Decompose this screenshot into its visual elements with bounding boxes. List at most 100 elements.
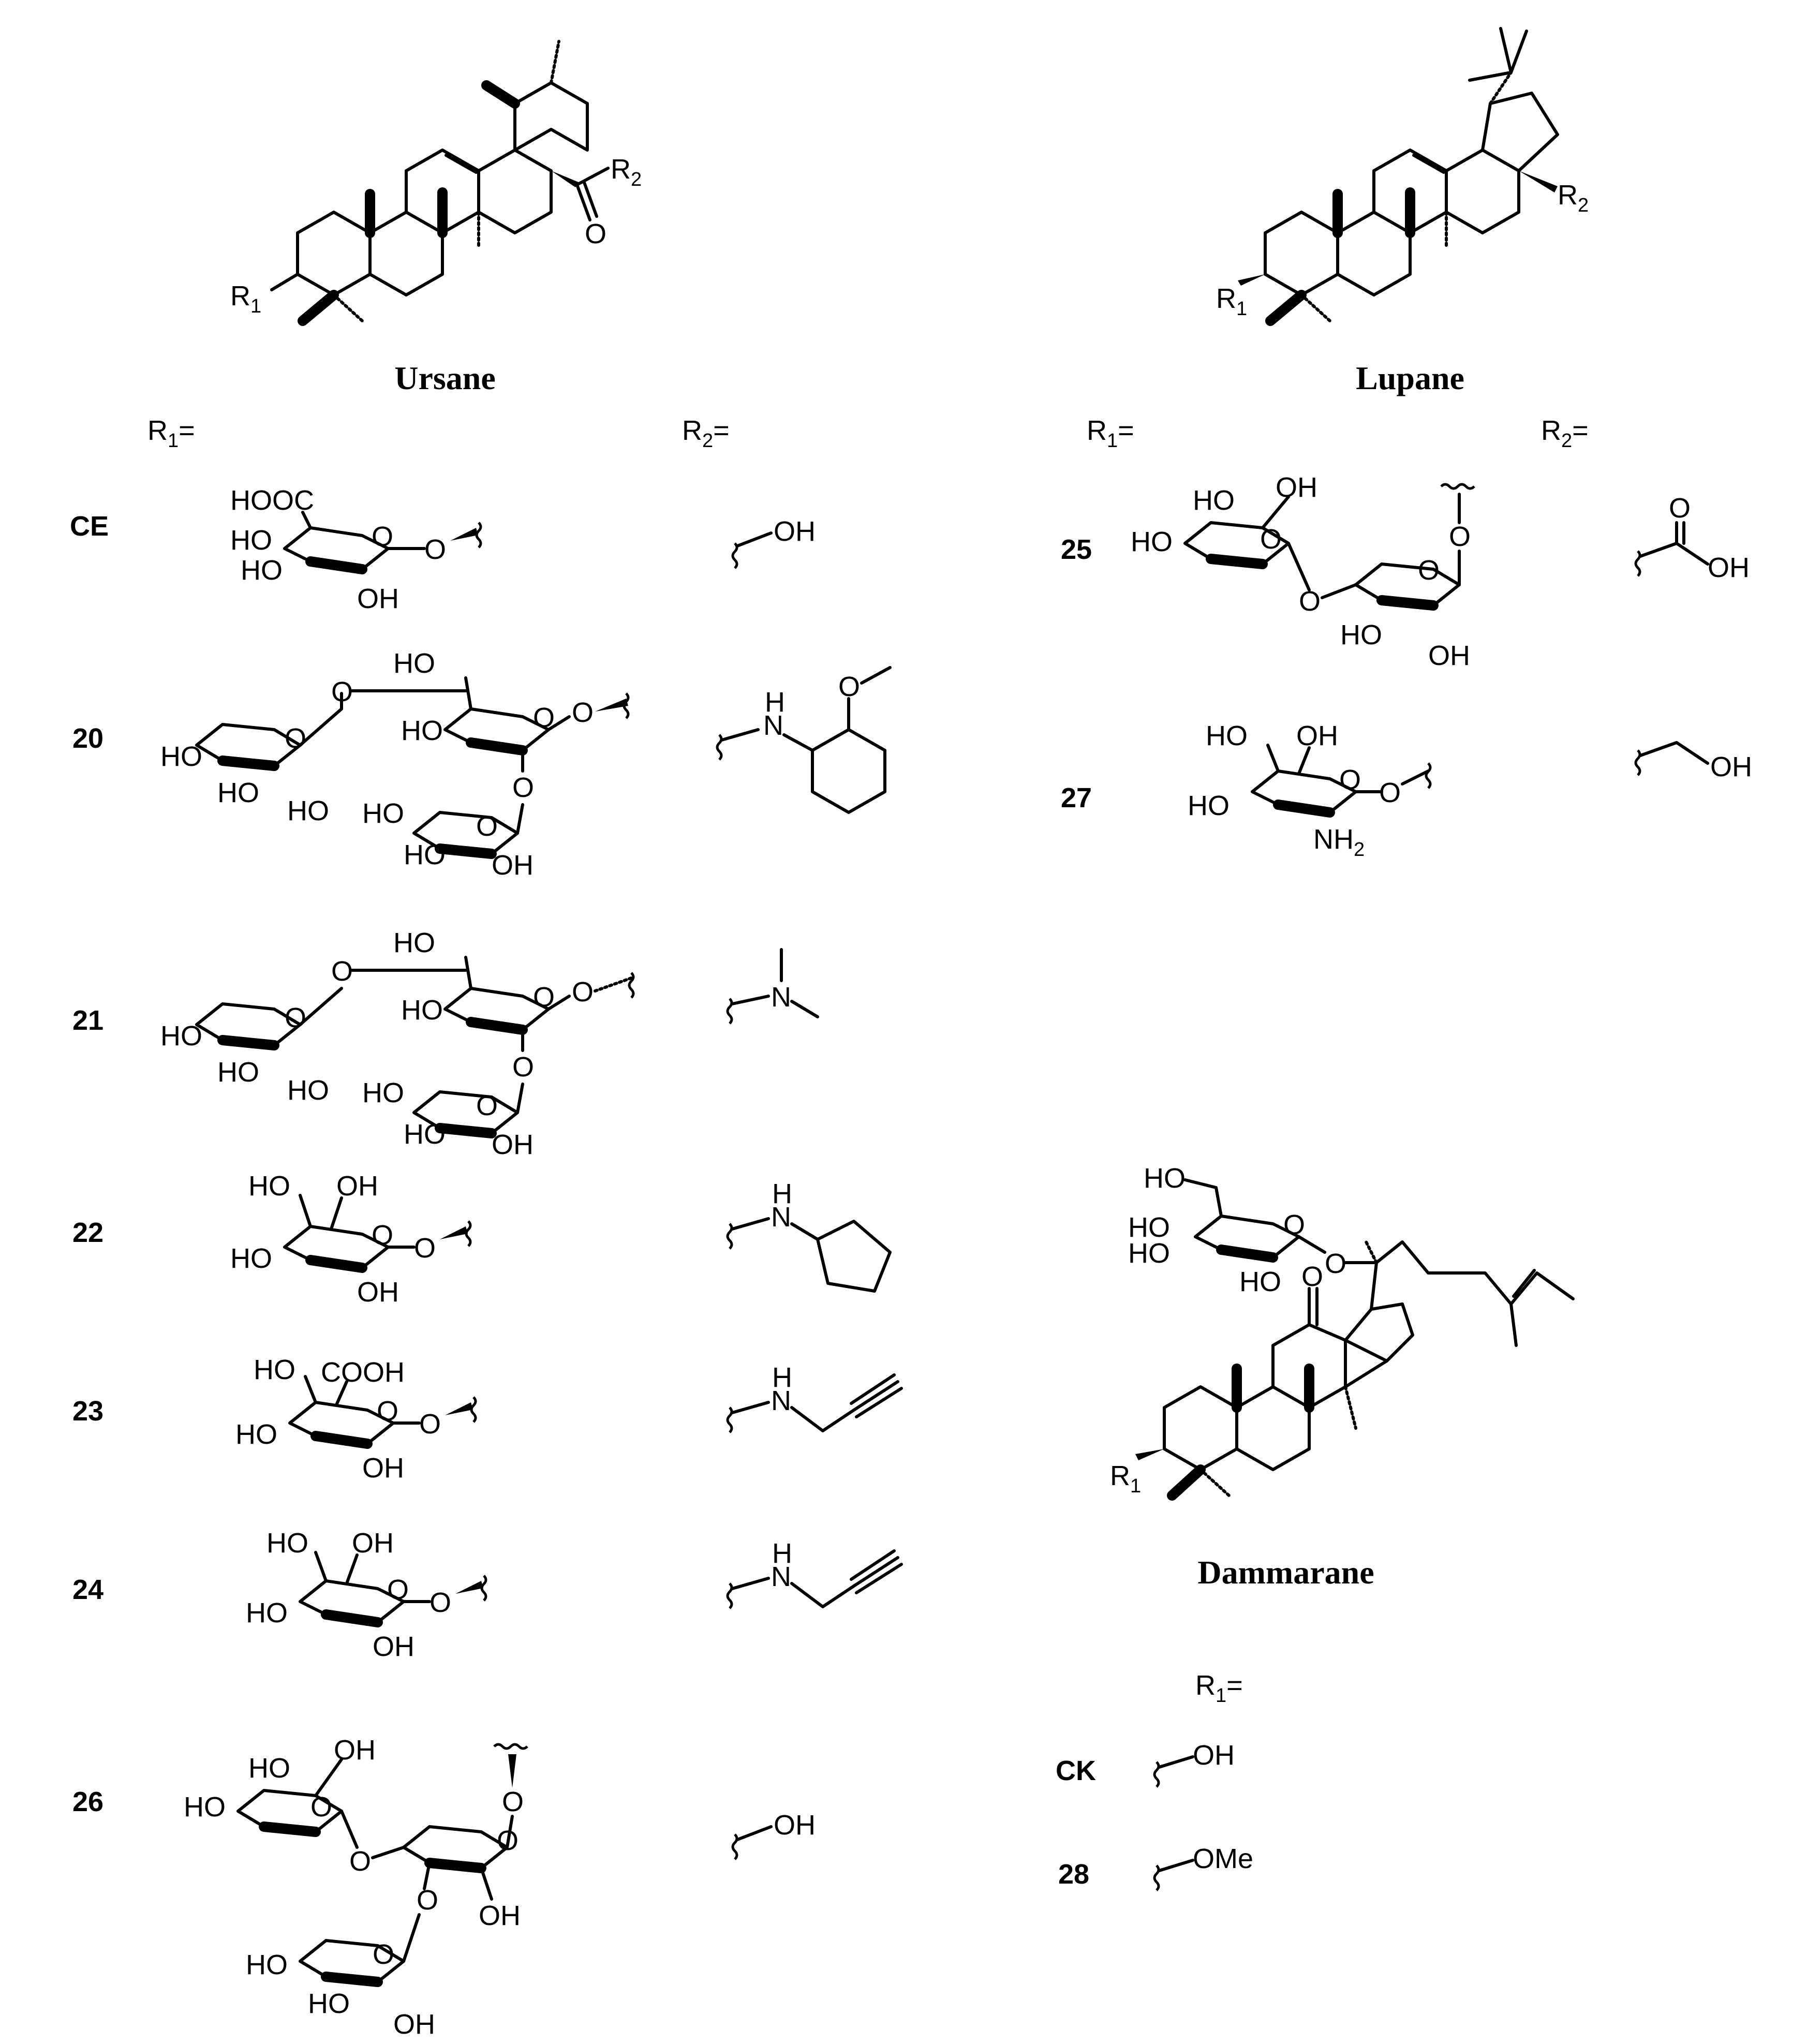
lupane-r2-header: R2= xyxy=(1541,415,1589,452)
c20-methoxy-o: O xyxy=(838,671,860,702)
c21-ho-7: HO xyxy=(404,1119,446,1150)
c23-cooh: COOH xyxy=(321,1357,405,1388)
compound-24: 24 HO OH HO OH O O N H xyxy=(72,1528,903,1662)
c21-link-o-1: O xyxy=(331,956,353,987)
compound-28: 28 OMe xyxy=(1058,1843,1253,1891)
c21-ho-1: HO xyxy=(160,1020,202,1051)
c21-ho-2: HO xyxy=(217,1057,259,1088)
c21-ring-o-3: O xyxy=(476,1090,498,1121)
compound-21: 21 O O HO HO HO HO HO O O O O HO HO OH N xyxy=(72,927,819,1160)
c25-ring-o-1: O xyxy=(1260,524,1282,555)
c20-ho-7: HO xyxy=(404,839,446,870)
c27-ho-1: HO xyxy=(1206,720,1248,751)
dam-ring-o: O xyxy=(1283,1209,1305,1240)
c20-ho-3: HO xyxy=(287,795,329,826)
c20-nh-h: H xyxy=(765,687,785,718)
c26-link-o-2: O xyxy=(417,1885,438,1916)
c23-oh: OH xyxy=(362,1453,404,1484)
ce-ho-2: HO xyxy=(241,555,283,586)
compound-26: 26 HO OH HO O O O O OH O O HO HO OH OH xyxy=(72,1735,816,2040)
c20-link-o-2: O xyxy=(512,772,534,803)
c28-r1: OMe xyxy=(1193,1843,1253,1874)
c24-n: N xyxy=(771,1561,791,1592)
c24-h: H xyxy=(772,1538,792,1569)
compound-ck: CK OH xyxy=(1056,1740,1235,1788)
ce-glyco-o: O xyxy=(424,534,446,565)
c27-glyco-o: O xyxy=(1379,777,1401,808)
c26-ring-o-1: O xyxy=(310,1791,332,1823)
c20-ring-o-1: O xyxy=(285,723,306,754)
compound-id-25: 25 xyxy=(1061,534,1092,565)
ursane-r1-header: R1= xyxy=(147,415,195,452)
c25-oh-2: OH xyxy=(1428,640,1470,671)
c20-ho-4: HO xyxy=(393,648,435,679)
c23-n: N xyxy=(771,1385,791,1416)
c25-acid-oh: OH xyxy=(1708,552,1750,583)
ursane-r2-label: R2 xyxy=(611,154,642,190)
c25-link-o: O xyxy=(1299,586,1321,617)
dam-ketone-o: O xyxy=(1301,1261,1323,1292)
c25-glyco-o: O xyxy=(1449,521,1471,552)
ce-ho-1: HO xyxy=(230,525,272,556)
c26-ho-4: HO xyxy=(308,1988,350,2019)
c20-ho-6: HO xyxy=(362,798,404,829)
ce-r2: OH xyxy=(774,516,816,547)
c25-ho-3: HO xyxy=(1340,619,1382,650)
lupane-r1-header: R1= xyxy=(1087,415,1134,452)
c26-glyco-o: O xyxy=(502,1786,524,1817)
c24-glyco-o: O xyxy=(429,1587,451,1618)
lupane-scaffold: R2 R1 Lupane xyxy=(1216,27,1589,396)
compound-id-20: 20 xyxy=(72,723,103,754)
c21-ring-o-1: O xyxy=(285,1002,306,1033)
c26-ring-o-3: O xyxy=(373,1939,394,1970)
c25-oh-1: OH xyxy=(1276,472,1317,503)
compound-id-28: 28 xyxy=(1058,1859,1089,1890)
dam-ho-3: HO xyxy=(1128,1238,1170,1269)
c26-ho-1: HO xyxy=(248,1753,290,1784)
c21-ho-4: HO xyxy=(393,927,435,958)
c22-ho-2: HO xyxy=(230,1243,272,1274)
ursane-carbonyl-oxygen: O xyxy=(585,218,606,249)
compound-id-26: 26 xyxy=(72,1786,103,1817)
c24-oh-1: OH xyxy=(352,1528,394,1559)
compound-id-21: 21 xyxy=(72,1005,103,1036)
c22-h: H xyxy=(772,1178,792,1209)
c26-ho-3: HO xyxy=(246,1949,288,1980)
c27-r2: OH xyxy=(1710,751,1752,782)
c22-oh-2: OH xyxy=(357,1277,399,1308)
dam-ho-2: HO xyxy=(1128,1212,1170,1243)
compound-ce: CE HOOC HO HO OH O O OH xyxy=(70,485,816,614)
ursane-r1-label: R1 xyxy=(230,280,261,317)
c20-oh: OH xyxy=(492,850,534,881)
c23-glyco-o: O xyxy=(419,1409,441,1440)
c27-nh2: NH2 xyxy=(1313,824,1365,861)
compound-27: 27 HO OH HO NH2 O O OH xyxy=(1061,720,1752,861)
lupane-title: Lupane xyxy=(1356,360,1464,396)
c26-oh-3: OH xyxy=(393,2009,435,2040)
compound-id-27: 27 xyxy=(1061,782,1092,813)
ursane-scaffold: O R2 R1 Ursane xyxy=(230,40,642,396)
compound-id-24: 24 xyxy=(72,1574,103,1605)
dammarane-r1-header: R1= xyxy=(1195,1670,1243,1707)
c26-oh-1: OH xyxy=(334,1735,376,1766)
ce-oh: OH xyxy=(357,583,399,614)
c27-oh: OH xyxy=(1296,720,1338,751)
c20-link-o-1: O xyxy=(331,676,353,707)
c21-ho-5: HO xyxy=(401,995,443,1026)
c20-ho-5: HO xyxy=(401,715,443,746)
ce-hooc: HOOC xyxy=(230,485,314,516)
dam-glyco-o: O xyxy=(1325,1248,1346,1279)
compound-id-ce: CE xyxy=(70,511,109,542)
ce-ring-o: O xyxy=(372,521,393,552)
c26-ho-2: HO xyxy=(184,1791,226,1823)
compound-id-ck: CK xyxy=(1056,1755,1096,1786)
c22-oh-1: OH xyxy=(336,1171,378,1202)
c26-oh-2: OH xyxy=(479,1900,521,1931)
c21-glyco-o: O xyxy=(572,976,594,1008)
dam-ho-1: HO xyxy=(1144,1163,1186,1194)
dammarane-title: Dammarane xyxy=(1197,1554,1374,1591)
compound-id-22: 22 xyxy=(72,1217,103,1248)
c27-ho-2: HO xyxy=(1188,790,1230,821)
